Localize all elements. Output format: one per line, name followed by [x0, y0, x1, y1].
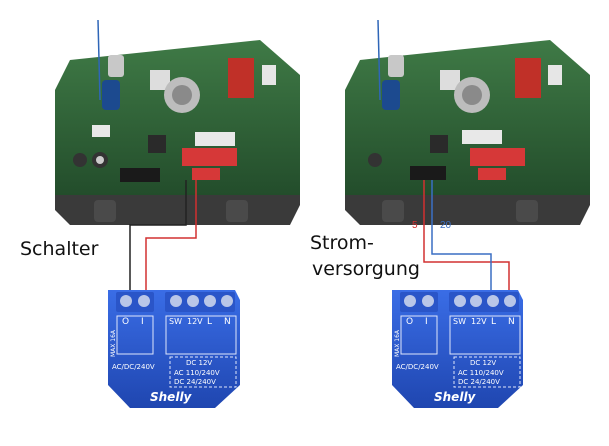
wire-red-number: 5: [412, 220, 418, 231]
wire-blue-number: 20: [440, 220, 452, 231]
shelly-relay-right: [392, 290, 523, 408]
voltage-dc-label: DC 24/240V: [458, 378, 500, 386]
terminal-12v: 12V: [471, 317, 487, 326]
max-current-label: MAX 16A: [110, 329, 118, 358]
caption-strom-line2: versorgung: [312, 258, 420, 280]
wires-right: [423, 180, 510, 292]
wire-black-left: [129, 180, 187, 290]
terminal-l: L: [491, 317, 497, 327]
terminal-l: L: [207, 317, 213, 327]
max-current-label: MAX 16A: [394, 329, 402, 358]
terminal-sw: SW: [453, 317, 466, 326]
voltage-acdc-label: AC/DC/240V: [396, 363, 439, 371]
caption-strom-line1: Strom-: [310, 232, 374, 254]
wires-left: [129, 180, 197, 290]
terminal-o: O: [122, 317, 130, 327]
wire-red-left: [145, 180, 197, 290]
shelly-relay-left: [108, 290, 240, 408]
terminal-n: N: [224, 317, 231, 327]
shelly-logo: Shelly: [150, 390, 192, 404]
wire-blue-right: [431, 180, 492, 292]
wire-red-right: [423, 180, 510, 292]
voltage-ac-label: AC 110/240V: [458, 369, 504, 377]
shelly-logo: Shelly: [434, 390, 476, 404]
terminal-i: I: [141, 317, 144, 327]
voltage-12v-label: DC 12V: [186, 359, 213, 367]
terminal-12v: 12V: [187, 317, 203, 326]
controller-board-right: [345, 19, 590, 225]
voltage-12v-label: DC 12V: [470, 359, 497, 367]
voltage-ac-label: AC 110/240V: [174, 369, 220, 377]
terminal-o: O: [406, 317, 414, 327]
terminal-sw: SW: [169, 317, 182, 326]
controller-board-left: [55, 19, 300, 225]
terminal-n: N: [508, 317, 515, 327]
caption-schalter: Schalter: [20, 238, 99, 260]
voltage-acdc-label: AC/DC/240V: [112, 363, 155, 371]
voltage-dc-label: DC 24/240V: [174, 378, 216, 386]
terminal-i: I: [425, 317, 428, 327]
